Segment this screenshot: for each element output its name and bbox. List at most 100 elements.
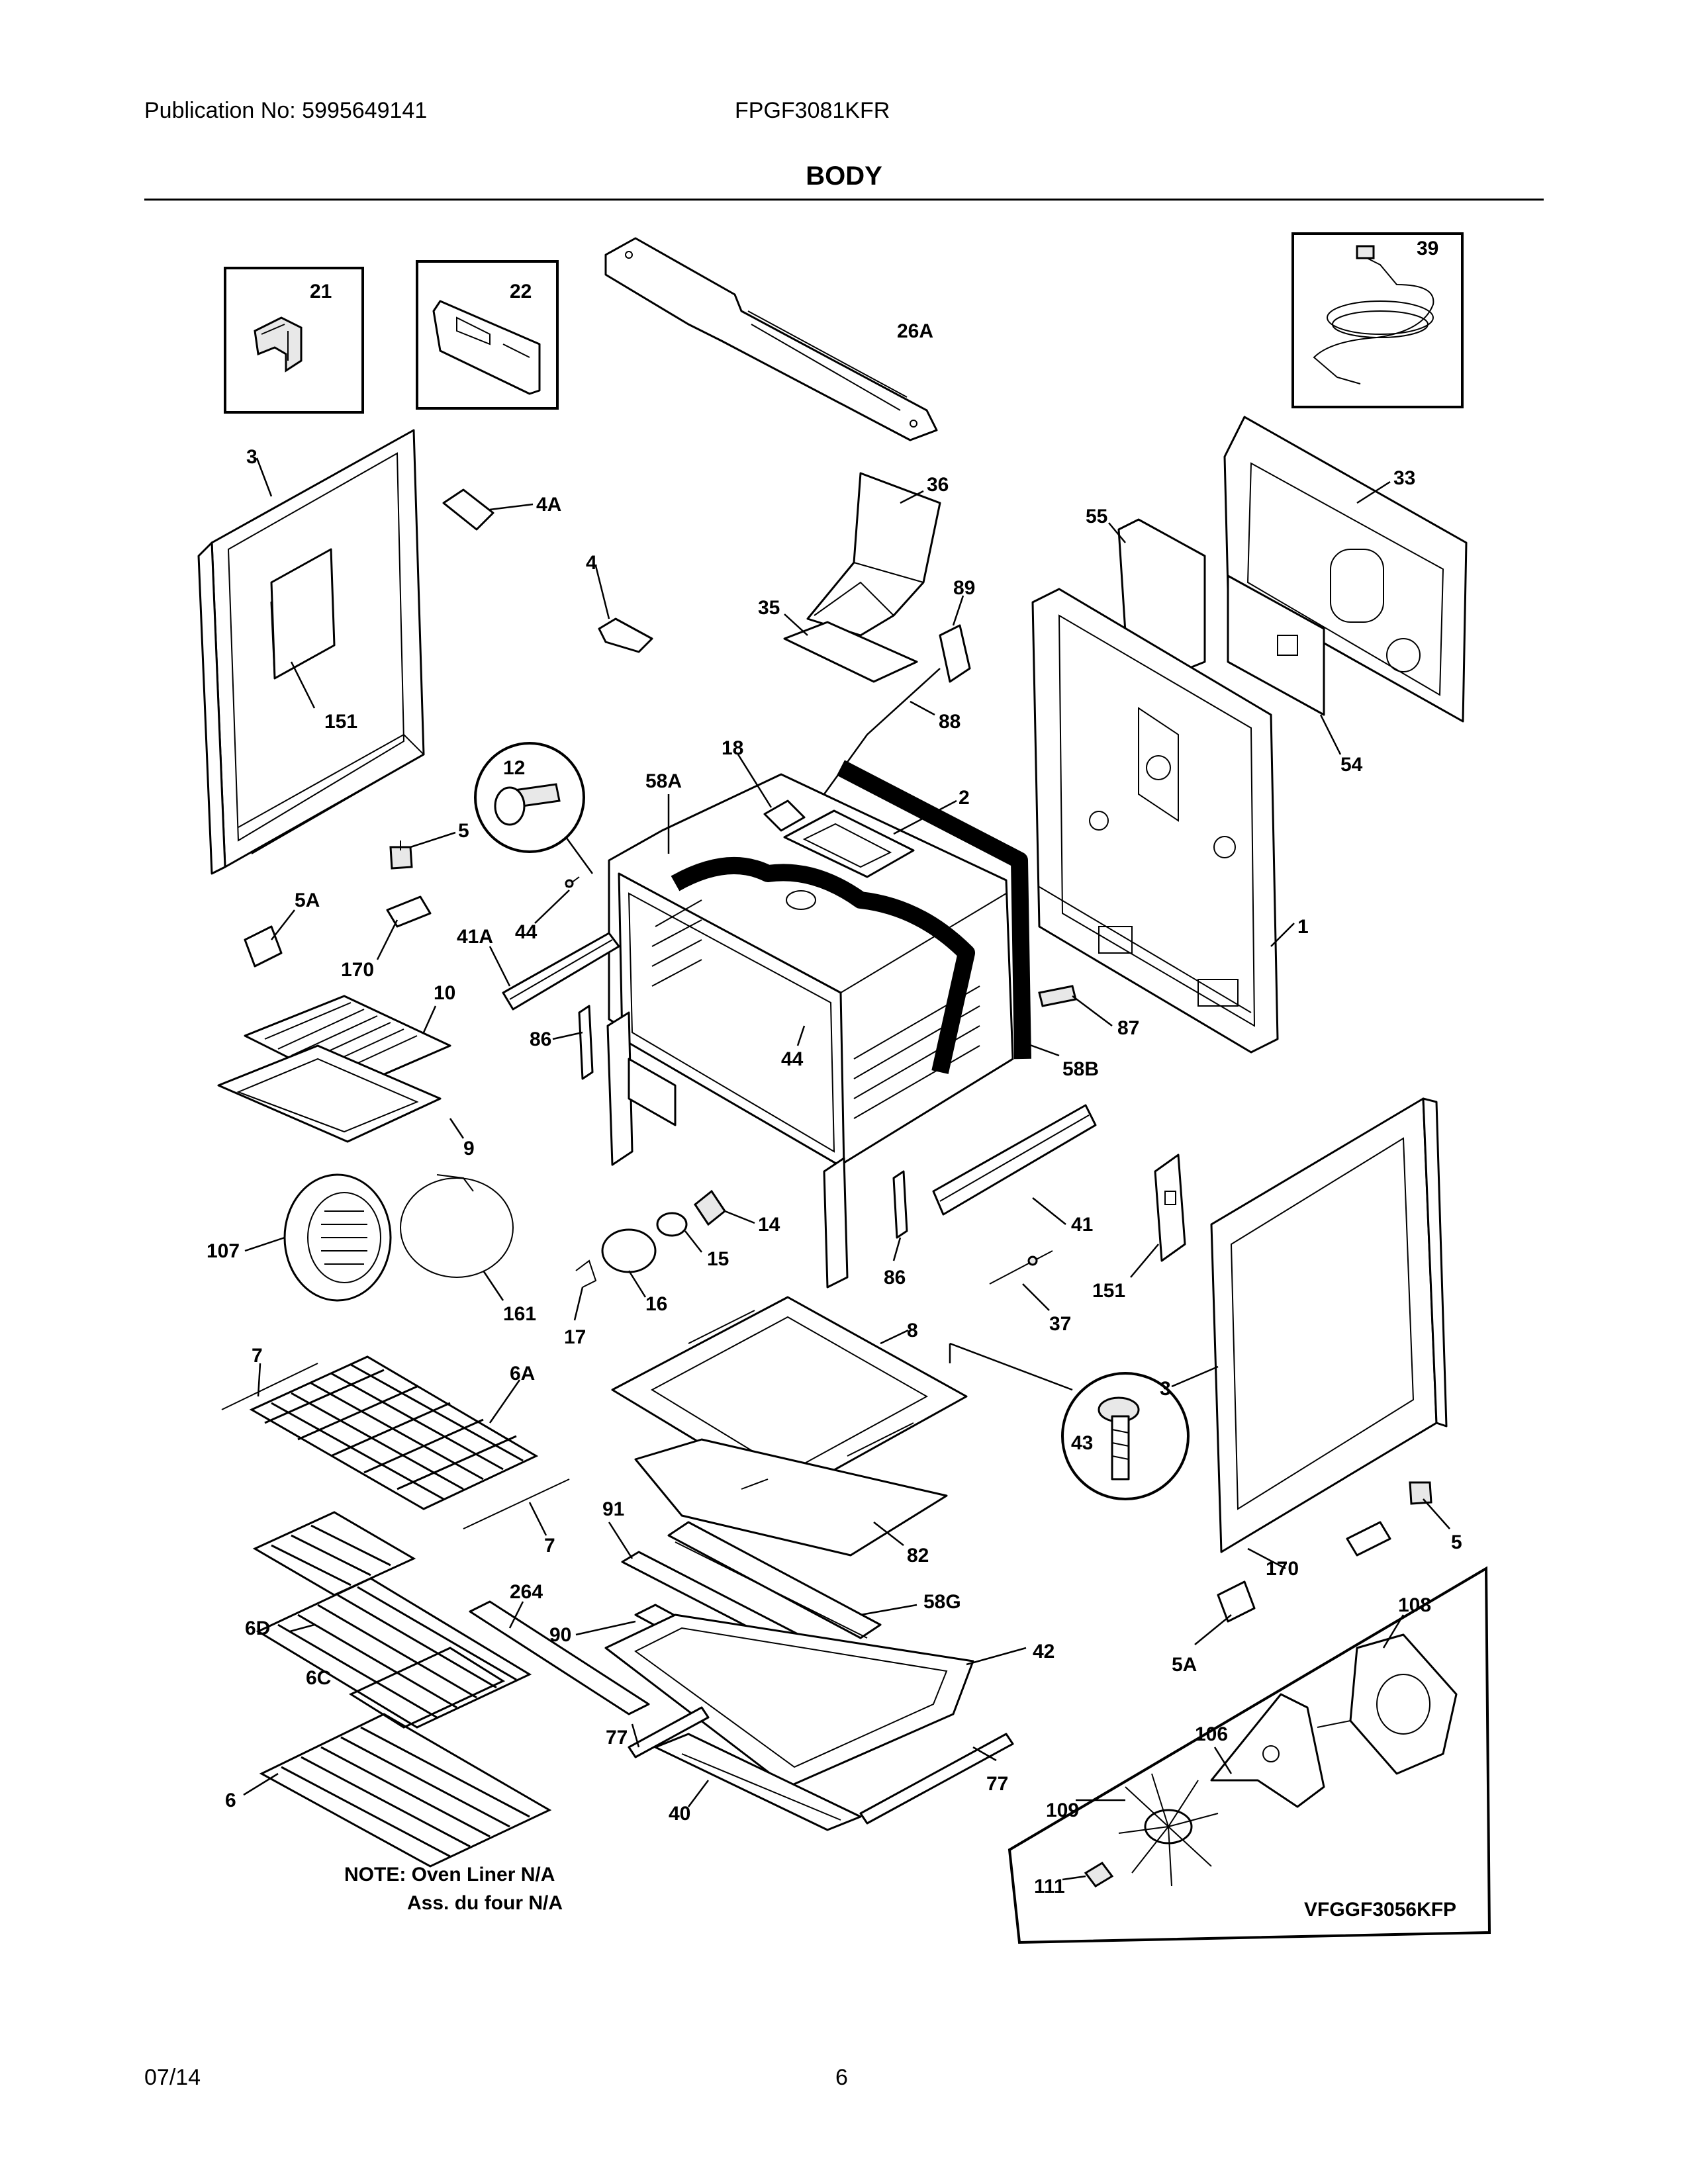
fan-kit-inset [1008,1566,1491,1944]
part-108-fan-motor [1317,1633,1458,1775]
part-170-bracket-left [386,895,432,928]
publication-number: Publication No: 5995649141 [144,98,428,123]
note-line-1: NOTE: Oven Liner N/A [344,1864,555,1886]
callout-107: 107 [207,1240,240,1262]
callout-111: 111 [1034,1876,1065,1897]
callout-91: 91 [602,1498,624,1520]
callout-43: 43 [1071,1432,1093,1454]
part-41-rail [932,1104,1097,1216]
callout-161: 161 [503,1303,536,1325]
callout-18: 18 [722,737,743,759]
callout-35: 35 [758,597,780,619]
callout-54: 54 [1340,754,1363,776]
page-number: 6 [835,2065,848,2090]
callout-5-left: 5 [458,820,469,842]
part-151-bracket-left [270,548,336,680]
callout-170-left: 170 [341,959,374,981]
part-5-leveling-leg-left [389,841,413,870]
part-6A-rack [249,1355,539,1510]
callout-77-left: 77 [606,1727,628,1749]
inset-model-label: VFGGF3056KFP [1304,1899,1456,1921]
part-58B-insulation-seal [671,760,1031,1074]
part-2-vent-frame [783,809,915,878]
callout-4: 4 [586,552,597,574]
part-5A-bracket-left [244,925,283,968]
callout-88: 88 [939,711,961,733]
callout-17: 17 [564,1326,586,1348]
callout-41: 41 [1071,1214,1093,1236]
callout-36: 36 [927,474,949,496]
part-44-screw-a [565,876,580,888]
part-14-light-socket [693,1189,727,1226]
part-43-screw-detail [1061,1372,1190,1500]
callout-106: 106 [1195,1723,1228,1745]
part-77-rail-left [628,1706,710,1758]
part-5-leveling-leg-right [1409,1481,1432,1505]
callout-6: 6 [225,1790,236,1811]
callout-86-right: 86 [884,1267,906,1289]
part-9-broil-pan [217,1044,442,1143]
part-86-bracket-left [578,1005,594,1080]
part-35-plate [783,621,918,683]
part-77-rail-right [859,1733,1014,1825]
detail-box-21 [224,267,364,414]
callout-10: 10 [434,982,455,1004]
part-33-back-panel-upper [1223,416,1468,723]
part-41A-rail [502,932,620,1011]
part-7-rack-stop-mid [463,1479,570,1529]
part-54-panel [1227,574,1325,716]
part-58G-insulation [667,1521,882,1639]
callout-4A: 4A [536,494,561,516]
part-109-fan-blade [1118,1773,1219,1887]
part-1-rear-panel [1031,588,1279,1054]
callout-90: 90 [549,1624,571,1646]
callout-labels: 21 22 26A 39 3 4A 4 36 33 55 35 89 88 54… [207,238,1462,1921]
callout-16: 16 [645,1293,667,1315]
callout-15: 15 [707,1248,729,1270]
part-264-panel [469,1600,650,1715]
callout-44-b: 44 [781,1048,804,1070]
part-40-bottom-panel [654,1733,862,1831]
detail-box-39 [1291,232,1464,408]
leader-lines [243,457,1450,1881]
callout-86-left: 86 [530,1028,551,1050]
callout-40: 40 [669,1803,690,1825]
part-17-clip [575,1259,597,1288]
part-6C-rack [256,1577,532,1729]
part-12-detail-circle [474,742,585,853]
part-26A-bracket [604,237,938,441]
callout-41A: 41A [457,926,493,948]
callout-3-right: 3 [1160,1378,1171,1400]
callout-55: 55 [1086,506,1107,527]
part-86-bracket-right [892,1170,908,1239]
part-82-heat-shield [634,1438,948,1557]
callout-8: 8 [907,1320,918,1342]
header-rule [144,199,1544,201]
callout-7-mid: 7 [544,1535,555,1557]
callout-2: 2 [959,787,970,809]
callout-58A: 58A [645,770,682,792]
part-111-nut [1084,1862,1114,1888]
callout-58B: 58B [1062,1058,1099,1080]
callout-82: 82 [907,1545,929,1567]
part-5A-bracket-right [1217,1580,1256,1623]
detail-box-22 [416,260,559,410]
callout-21: 21 [310,281,332,302]
callout-26A: 26A [897,320,933,342]
note-line-2: Ass. du four N/A [407,1892,563,1914]
callout-44-a: 44 [515,921,538,943]
part-18-bracket [763,799,806,832]
part-4A [442,488,494,531]
part-8-oven-bottom [611,1296,968,1497]
callout-9: 9 [463,1138,475,1160]
part-87-grommet [1038,985,1077,1007]
callout-33: 33 [1393,467,1415,489]
callout-108: 108 [1398,1594,1431,1616]
callout-3-left: 3 [246,446,258,468]
callout-151-right: 151 [1092,1280,1125,1302]
part-106-fan-bracket [1210,1693,1325,1808]
callout-5A-left: 5A [295,889,320,911]
callout-170-right: 170 [1266,1558,1299,1580]
part-37-wire [989,1250,1053,1285]
